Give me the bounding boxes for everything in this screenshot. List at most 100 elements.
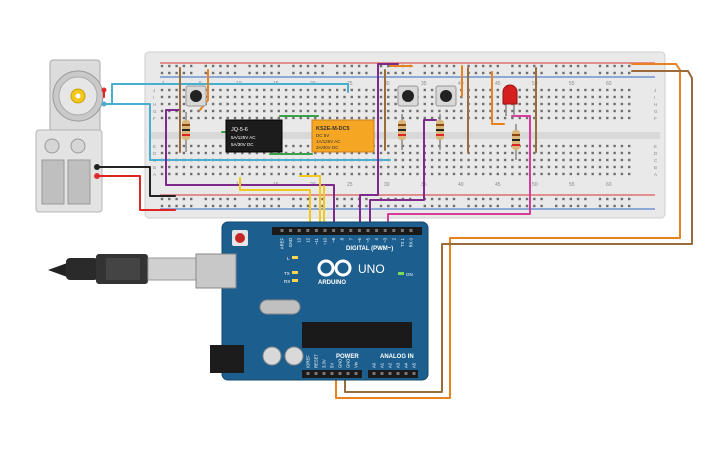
motor-gear-icon	[70, 88, 86, 104]
breadboard-col-number-top: 30	[384, 81, 390, 87]
breadboard-col-number-top: 35	[421, 81, 427, 87]
digital-pin-label: ~6	[357, 237, 362, 242]
power-pin-label: GND	[338, 359, 343, 368]
digital-pin-label: 13	[297, 237, 302, 242]
breadboard-col-number-bottom: 40	[458, 182, 464, 188]
breadboard-row-letter-right: D	[654, 151, 658, 156]
push-button-3[interactable]	[435, 85, 457, 107]
breadboard-holes	[160, 64, 631, 208]
power-pin-label: 5V	[330, 363, 335, 368]
breadboard-row-letter-left: H	[153, 102, 156, 107]
breadboard-row-letter-left: B	[153, 165, 156, 170]
resistor-4[interactable]	[512, 124, 520, 160]
l-led-label: L	[287, 256, 290, 261]
analog-pin-label: A5	[412, 362, 417, 368]
relay-1-label-2: 5A/125V AC	[231, 135, 256, 140]
wire-orange-short-1	[199, 69, 209, 111]
breadboard-col-number-top: 60	[606, 81, 612, 87]
digital-pin-label: TX 1	[400, 237, 405, 247]
digital-pin-label: 2	[391, 237, 396, 240]
breadboard-col-number-bottom: 55	[569, 182, 575, 188]
wire-yellow-2	[299, 175, 321, 237]
relay-2-label-1: KS2E-M-DC5	[316, 126, 350, 132]
usb-port	[195, 253, 237, 289]
digital-pin-label: 7	[348, 237, 353, 240]
power-pin-label: GND	[346, 359, 351, 368]
wire-brown-gnd	[344, 70, 693, 393]
breadboard-row-letter-right: G	[654, 109, 658, 114]
breadboard-row-letter-right: C	[654, 158, 658, 163]
breadboard-row-letter-left: F	[153, 116, 156, 121]
breadboard-row-letter-left: A	[153, 172, 156, 177]
relay-2-label-2: DC 5V	[316, 133, 329, 138]
breadboard-col-number-bottom: 50	[532, 182, 538, 188]
battery-pack[interactable]	[35, 129, 103, 213]
relay-1[interactable]: JQ-5-6 5A/125V AC 5A/30V DC	[225, 119, 283, 153]
wire-purple-2	[359, 63, 399, 237]
digital-pin-label: 8	[340, 237, 345, 240]
analog-pin-label: A2	[388, 362, 393, 368]
breadboard-row-letter-right: H	[654, 102, 657, 107]
arduino-uno-board[interactable]: ARDUINO UNO DIGITAL (PWM~) POWER ANALOG …	[195, 221, 429, 381]
resistor-3[interactable]	[436, 114, 444, 150]
analog-pin-label: A0	[372, 362, 377, 368]
wire-black-battery	[96, 166, 176, 197]
dc-power-jack	[210, 345, 244, 373]
breadboard-col-number-bottom: 60	[606, 182, 612, 188]
wire-blue-motor-2	[103, 103, 391, 161]
red-led[interactable]	[502, 84, 518, 116]
breadboard-row-letter-left: I	[153, 95, 154, 100]
usb-cable[interactable]	[48, 254, 199, 284]
resistor-2[interactable]	[398, 114, 406, 150]
digital-pin-label: ~9	[331, 237, 336, 242]
digital-pin-label: 4	[374, 237, 379, 240]
breadboard-row-letter-right: E	[654, 144, 657, 149]
analog-pin-label: A1	[380, 362, 385, 368]
power-pin-label: 3.3V	[322, 359, 327, 368]
breadboard-col-number-top: 50	[532, 81, 538, 87]
breadboard-row-letter-left: E	[153, 144, 156, 149]
arduino-model: UNO	[358, 262, 385, 276]
on-label: ON	[406, 272, 413, 277]
arduino-logo-icon	[317, 259, 352, 277]
wire-red-battery	[96, 175, 176, 211]
wire-yellow-1	[239, 177, 311, 237]
breadboard-row-letter-left: D	[153, 151, 157, 156]
wire-pink	[387, 115, 531, 237]
digital-pin-label: RX 0	[409, 237, 414, 247]
analog-pin-label: A3	[396, 362, 401, 368]
analog-pin-label: A4	[404, 362, 409, 368]
microcontroller-chip	[302, 322, 412, 348]
breadboard-row-letter-right: F	[654, 116, 657, 121]
digital-pin-label: GND	[288, 238, 293, 247]
wires	[96, 63, 693, 399]
digital-pin-label: ~10	[323, 237, 328, 245]
breadboard-row-letter-left: J	[153, 88, 155, 93]
breadboard-row-letter-right: J	[654, 88, 656, 93]
crystal-oscillator	[259, 299, 301, 315]
resistor-1[interactable]	[182, 112, 190, 152]
power-pin-label: Vin	[354, 361, 359, 368]
digital-pin-label: ~5	[366, 237, 371, 242]
breadboard-row-letter-right: B	[654, 165, 657, 170]
breadboard-row-letter-left: G	[153, 109, 157, 114]
breadboard-col-number-top: 25	[347, 81, 353, 87]
dc-motor[interactable]	[49, 59, 107, 133]
breadboard-col-number-bottom: 25	[347, 182, 353, 188]
push-button-1[interactable]	[185, 85, 207, 107]
breadboard-row-letter-right: I	[654, 95, 655, 100]
wire-orange-short-4	[491, 71, 505, 125]
digital-label: DIGITAL (PWM~)	[346, 246, 393, 252]
power-pin-label: RESET	[314, 354, 319, 368]
digital-pin-label: 12	[305, 237, 310, 242]
wire-orange-5v	[335, 63, 681, 399]
breadboard-col-number-bottom: 30	[384, 182, 390, 188]
digital-pin-label: AREF	[280, 238, 285, 250]
relay-2[interactable]: KS2E-M-DC5 DC 5V 1A/125V AC 2A/30V DC	[311, 119, 375, 153]
breadboard-col-number-top: 45	[495, 81, 501, 87]
push-button-2[interactable]	[397, 85, 419, 107]
wire-purple-1	[165, 109, 335, 237]
